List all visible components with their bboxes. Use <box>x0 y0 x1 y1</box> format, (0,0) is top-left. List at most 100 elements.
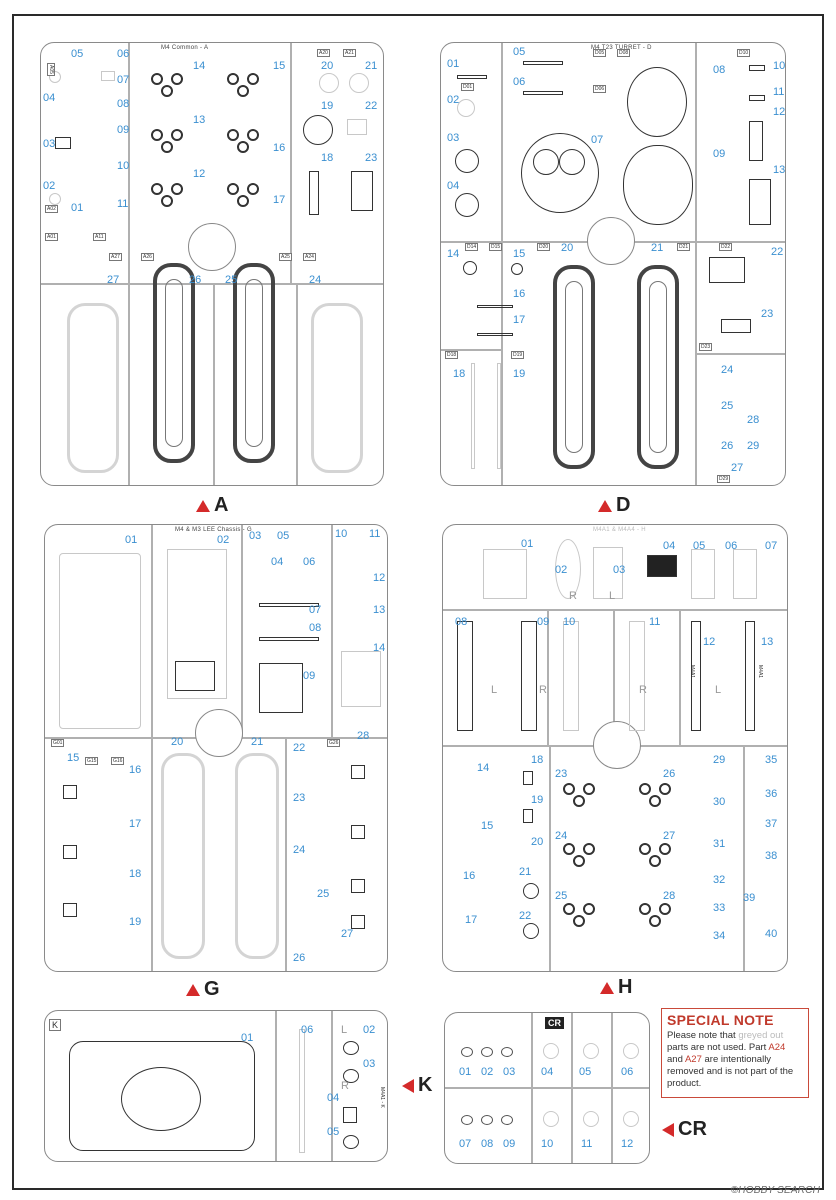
part-tag: A02 <box>45 205 58 213</box>
part-number: 24 <box>555 830 568 842</box>
part-tag: G26 <box>327 739 341 747</box>
part-number: 28 <box>747 414 760 426</box>
part-number: 15 <box>273 60 286 72</box>
part-number: 28 <box>357 730 370 742</box>
part-number: 05 <box>693 540 706 552</box>
part-number: 01 <box>521 538 534 550</box>
part-tag: D10 <box>737 49 751 57</box>
part-tag: D18 <box>445 351 459 359</box>
part-number: 23 <box>555 768 568 780</box>
part-number: 10 <box>773 60 786 72</box>
part-number: 29 <box>747 440 760 452</box>
sprue-a: M4 Common - A 05 06 07 08 09 10 11 01 02… <box>40 42 384 486</box>
marking-text: M4A1 <box>689 665 695 679</box>
part-number: 13 <box>193 114 206 126</box>
arrow-up-icon <box>600 981 614 994</box>
sprue-d-label: D <box>598 494 630 517</box>
part-number: 17 <box>273 194 286 206</box>
part-number: 08 <box>481 1138 494 1150</box>
part-number: 12 <box>621 1138 634 1150</box>
part-tag: A26 <box>141 253 154 261</box>
part-number: 02 <box>447 94 460 106</box>
part-number: 08 <box>117 98 130 110</box>
part-number: 03 <box>363 1058 376 1070</box>
side-letter: L <box>491 684 498 696</box>
part-number: 07 <box>309 604 322 616</box>
part-tag: D20 <box>537 243 551 251</box>
side-letter: R <box>639 684 647 696</box>
sprue-g-label: G <box>186 978 220 1001</box>
special-note-body: Please note that greyed out parts are no… <box>667 1030 794 1089</box>
part-number: 12 <box>193 168 206 180</box>
part-number: 01 <box>71 202 84 214</box>
part-number: 14 <box>477 762 490 774</box>
part-number: 23 <box>365 152 378 164</box>
part-tag: A27 <box>109 253 122 261</box>
arrow-up-icon <box>598 499 612 512</box>
part-number: 06 <box>513 76 526 88</box>
part-number: 03 <box>503 1066 516 1078</box>
part-number: 04 <box>541 1066 554 1078</box>
part-number: 06 <box>301 1024 314 1036</box>
part-tag: G15 <box>85 757 99 765</box>
part-number: 05 <box>513 46 526 58</box>
part-number: 15 <box>481 820 494 832</box>
sprue-cr: CR 01 02 03 04 05 06 07 08 09 10 11 12 <box>444 1012 650 1164</box>
part-number: 06 <box>117 48 130 60</box>
part-number: 10 <box>117 160 130 172</box>
side-letter: L <box>715 684 722 696</box>
sprue-a-label: A <box>196 494 228 517</box>
side-letter: R <box>539 684 547 696</box>
part-number: 19 <box>321 100 334 112</box>
part-number: 17 <box>129 818 142 830</box>
part-number: 11 <box>117 198 129 210</box>
part-number: 25 <box>555 890 568 902</box>
marking-text: M4A1 <box>757 665 763 679</box>
part-number: 25 <box>317 888 330 900</box>
part-number: 02 <box>555 564 568 576</box>
part-number: 13 <box>373 604 386 616</box>
part-number: 02 <box>481 1066 494 1078</box>
part-number: 24 <box>721 364 734 376</box>
part-number: 35 <box>765 754 778 766</box>
part-number: 16 <box>273 142 286 154</box>
part-tag: D21 <box>677 243 691 251</box>
part-number: 09 <box>117 124 130 136</box>
part-tag: D08 <box>617 49 631 57</box>
arrow-left-icon <box>662 1122 674 1137</box>
part-number: 08 <box>309 622 322 634</box>
part-number: 33 <box>713 902 726 914</box>
part-number: 25 <box>225 274 238 286</box>
part-number: 02 <box>43 180 56 192</box>
sprue-h: M4A1 & M4A4 - H 01 02 03 04 05 06 07 08 … <box>442 524 788 972</box>
part-number: 09 <box>303 670 316 682</box>
part-tag: D06 <box>593 85 607 93</box>
arrow-up-icon <box>186 983 200 996</box>
part-number: 11 <box>773 86 785 98</box>
part-number: 23 <box>761 308 774 320</box>
part-number: 15 <box>67 752 80 764</box>
sprue-h-label: H <box>600 976 632 999</box>
part-number: 40 <box>765 928 778 940</box>
part-number: 13 <box>761 636 774 648</box>
sprue-a-title: M4 Common - A <box>161 45 209 51</box>
special-note-title: SPECIAL NOTE <box>667 1012 774 1028</box>
part-number: 08 <box>455 616 468 628</box>
page-frame <box>12 14 824 1190</box>
watermark: ©HOBBY SEARCH <box>730 1185 820 1196</box>
part-number: 26 <box>721 440 734 452</box>
part-tag: D14 <box>465 243 479 251</box>
part-number: 22 <box>771 246 784 258</box>
side-letter: L <box>609 590 616 602</box>
part-tag: A01 <box>45 233 58 241</box>
part-number: 06 <box>621 1066 634 1078</box>
part-number: 01 <box>447 58 460 70</box>
part-number: 20 <box>561 242 574 254</box>
part-number: 03 <box>249 530 262 542</box>
arrow-left-icon <box>402 1078 414 1093</box>
part-number: 14 <box>373 642 386 654</box>
part-number: 22 <box>293 742 306 754</box>
side-letter: R <box>569 590 577 602</box>
part-tag: D23 <box>699 343 713 351</box>
part-number: 10 <box>335 528 348 540</box>
